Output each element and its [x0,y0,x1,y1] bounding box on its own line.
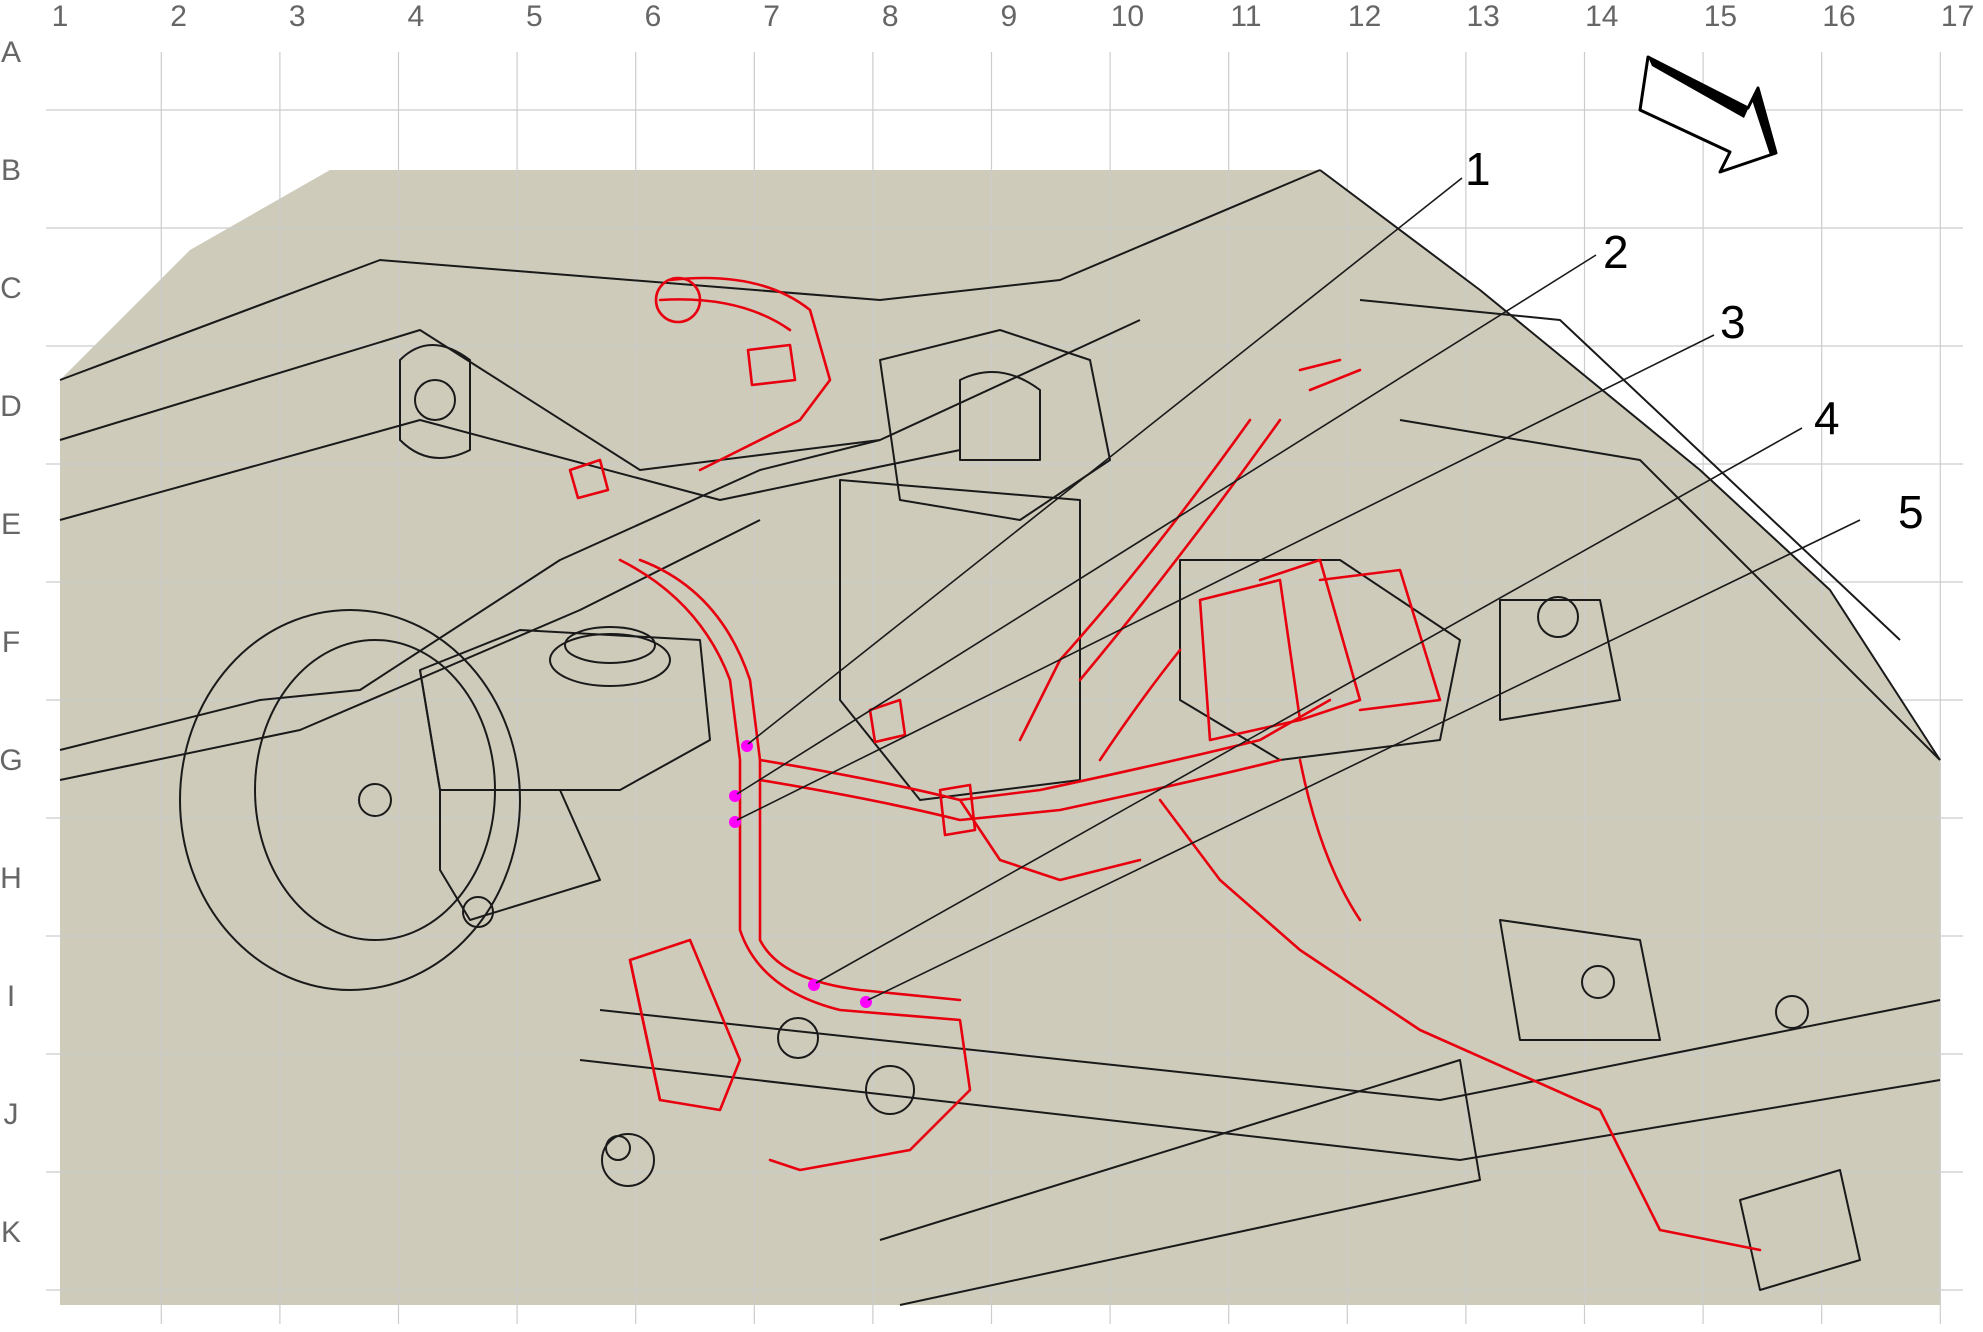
callout-leader-2 [736,254,1597,795]
connector-dot-icon [729,816,741,828]
grid-column-label: 14 [1585,0,1618,33]
grid-row-labels: ABCDEFGHIJKL [0,36,23,1249]
callout-leader-4 [815,427,1803,984]
grid-row-label: C [0,272,22,305]
grid-row-label: K [1,1216,21,1249]
grid-column-label: 3 [289,0,306,33]
grid-row-label: G [0,744,23,777]
grid-row-label: A [1,36,21,69]
grid-column-label: 9 [1000,0,1017,33]
connector-dot-icon [808,979,820,991]
callout-leader-5 [867,519,1861,1001]
grid-row-label: E [1,508,21,541]
callout-number-5: 5 [1898,486,1924,538]
connector-dot-icon [860,996,872,1008]
callout-number-1: 1 [1465,143,1491,195]
engine-bay-background [60,170,1940,1305]
grid-column-label: 7 [763,0,780,33]
grid-row-label: H [0,862,22,895]
forward-direction-arrow-icon [1638,55,1778,174]
grid-column-label: 12 [1348,0,1381,33]
callout-number-2: 2 [1603,226,1629,278]
grid-column-label: 5 [526,0,543,33]
grid-column-label: 4 [407,0,424,33]
callout-leader-1 [747,177,1463,745]
grid-column-label: 1 [52,0,69,33]
grid-column-label: 16 [1822,0,1855,33]
grid-row-label: J [4,1098,19,1131]
callout-number-4: 4 [1814,392,1840,444]
grid-row-label: F [2,626,20,659]
grid-row-label: I [7,980,15,1013]
grid-column-label: 11 [1230,0,1261,33]
grid-row-label: B [1,154,21,187]
body-structure-lines [59,169,1941,1306]
grid-column-label: 10 [1111,0,1144,33]
grid-column-label: 2 [170,0,187,33]
grid-row-label: D [0,390,22,423]
grid-column-label: 6 [645,0,662,33]
grid-column-label: 13 [1467,0,1500,33]
callout-leader-3 [736,334,1715,821]
callout-leaders [736,177,1861,1001]
grid-column-label: 8 [882,0,899,33]
grid-column-label: 15 [1704,0,1737,33]
callout-labels: 1 2 3 4 5 [1465,143,1924,538]
grid-column-label: 17 [1941,0,1974,33]
wiring-harness [568,276,1762,1252]
callout-number-3: 3 [1720,296,1746,348]
